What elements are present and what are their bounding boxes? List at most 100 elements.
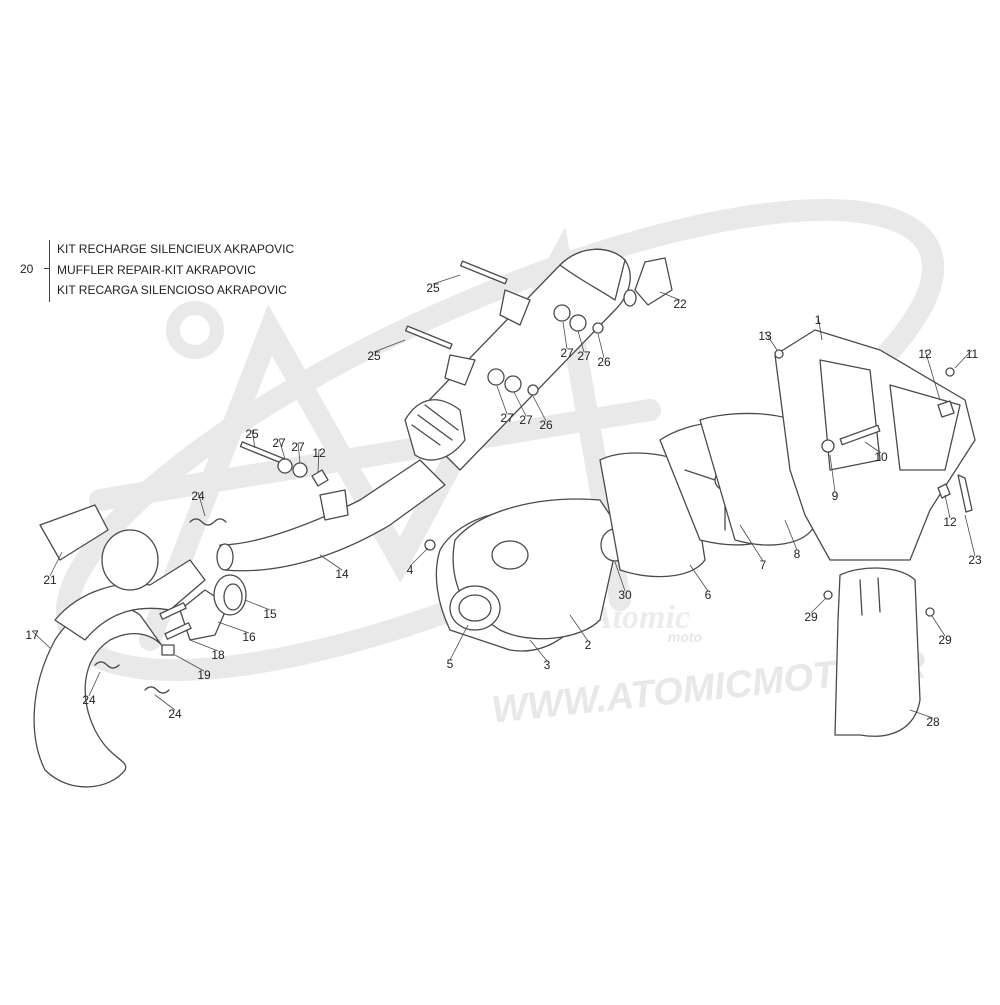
leader-line-23 [964, 514, 976, 557]
callout-30: 30 [618, 588, 632, 602]
nut-a [161, 644, 175, 656]
leader-line-25 [432, 274, 461, 285]
leader-line-9 [829, 454, 836, 493]
leader-line-10 [864, 441, 882, 454]
callout-24: 24 [82, 693, 96, 707]
airbox-housing [774, 329, 976, 561]
callout-27: 27 [291, 440, 305, 454]
callout-16: 16 [242, 630, 256, 644]
callout-7: 7 [760, 558, 767, 572]
callout-9: 9 [832, 489, 839, 503]
spring-a [189, 518, 227, 526]
heat-shield [39, 504, 109, 561]
callout-17: 17 [25, 628, 39, 642]
leader-line-26 [597, 333, 605, 359]
callout-21: 21 [43, 573, 57, 587]
nut-26a [592, 322, 604, 334]
watermark-brand: Atomic [588, 599, 690, 636]
leader-line-16 [217, 621, 250, 634]
screw-29a [823, 590, 833, 600]
leader-line-27 [496, 385, 508, 415]
kit-line-en: MUFFLER REPAIR-KIT AKRAPOVIC [57, 263, 256, 277]
silencer-bracket-a [499, 289, 531, 326]
spring-b [94, 661, 120, 669]
watermark-sub: moto [668, 629, 703, 645]
callout-6: 6 [705, 588, 712, 602]
callout-labels: 1234567891011121212131415161718192122232… [25, 281, 982, 729]
leader-line-29 [931, 615, 946, 637]
callout-24: 24 [191, 489, 205, 503]
clip-12c [937, 483, 951, 499]
callout-25: 25 [426, 281, 440, 295]
callout-25: 25 [367, 349, 381, 363]
bolt-25b [404, 325, 453, 350]
leader-line-27 [513, 391, 527, 417]
leader-line-1 [817, 315, 823, 341]
callout-3: 3 [544, 658, 551, 672]
grommet-1 [553, 304, 571, 322]
header-pipe-upper [54, 559, 206, 641]
kit-brace [49, 240, 50, 302]
link-pipe [101, 529, 159, 591]
leader-line-13 [764, 331, 778, 351]
leader-line-6 [689, 564, 709, 592]
leader-line-27 [577, 330, 585, 353]
leader-line-27 [297, 442, 301, 464]
stud-b [164, 622, 192, 640]
leader-line-24 [88, 671, 101, 697]
leader-line-30 [614, 561, 626, 592]
callout-5: 5 [447, 657, 454, 671]
kit-line-fr: KIT RECHARGE SILENCIEUX AKRAPOVIC [57, 242, 295, 256]
callout-12: 12 [943, 515, 957, 529]
leader-line-11 [954, 349, 973, 369]
grommet-5 [277, 458, 293, 474]
strap-23 [957, 474, 973, 513]
leader-line-26 [532, 395, 547, 422]
grommet-6 [292, 462, 308, 478]
callout-13: 13 [758, 329, 772, 343]
callout-1: 1 [815, 313, 822, 327]
intake-snorkel [834, 567, 921, 737]
screw-4 [424, 539, 436, 551]
kit-callout-number: 20 [20, 262, 34, 276]
kit-line-es: KIT RECARGA SILENCIOSO AKRAPOVIC [57, 283, 287, 297]
callout-11: 11 [966, 347, 979, 361]
callout-15: 15 [263, 607, 277, 621]
callout-29: 29 [804, 610, 818, 624]
leader-line-19 [174, 654, 205, 672]
callout-2: 2 [585, 638, 592, 652]
silencer-bracket-b [444, 354, 476, 386]
leader-line-22 [659, 291, 681, 301]
callout-8: 8 [794, 547, 801, 561]
parts [33, 248, 976, 788]
leader-line-12 [317, 448, 320, 473]
leader-line-27 [562, 321, 568, 350]
callout-27: 27 [519, 413, 533, 427]
leader-line-15 [244, 599, 271, 611]
leader-line-25 [373, 339, 406, 353]
callout-27: 27 [272, 436, 286, 450]
callout-24: 24 [168, 707, 182, 721]
silencer-endcap [559, 248, 626, 301]
callout-12: 12 [918, 347, 932, 361]
leader-line-4 [409, 547, 429, 567]
callout-26: 26 [597, 355, 611, 369]
leader-line-28 [909, 709, 934, 719]
leader-lines [31, 274, 976, 719]
leader-line-12 [944, 494, 951, 519]
breather-tube [839, 424, 881, 446]
leader-line-14 [319, 554, 343, 571]
callout-22: 22 [673, 297, 687, 311]
callout-26: 26 [539, 418, 553, 432]
callout-28: 28 [926, 715, 940, 729]
callout-25: 25 [245, 427, 259, 441]
leader-line-24 [154, 694, 176, 711]
screw-13 [774, 349, 784, 359]
spring-c [144, 686, 170, 694]
callout-19: 19 [197, 668, 211, 682]
grommet-3 [487, 368, 505, 386]
end-tip [634, 257, 673, 306]
callout-23: 23 [968, 553, 982, 567]
leader-line-3 [529, 639, 548, 662]
